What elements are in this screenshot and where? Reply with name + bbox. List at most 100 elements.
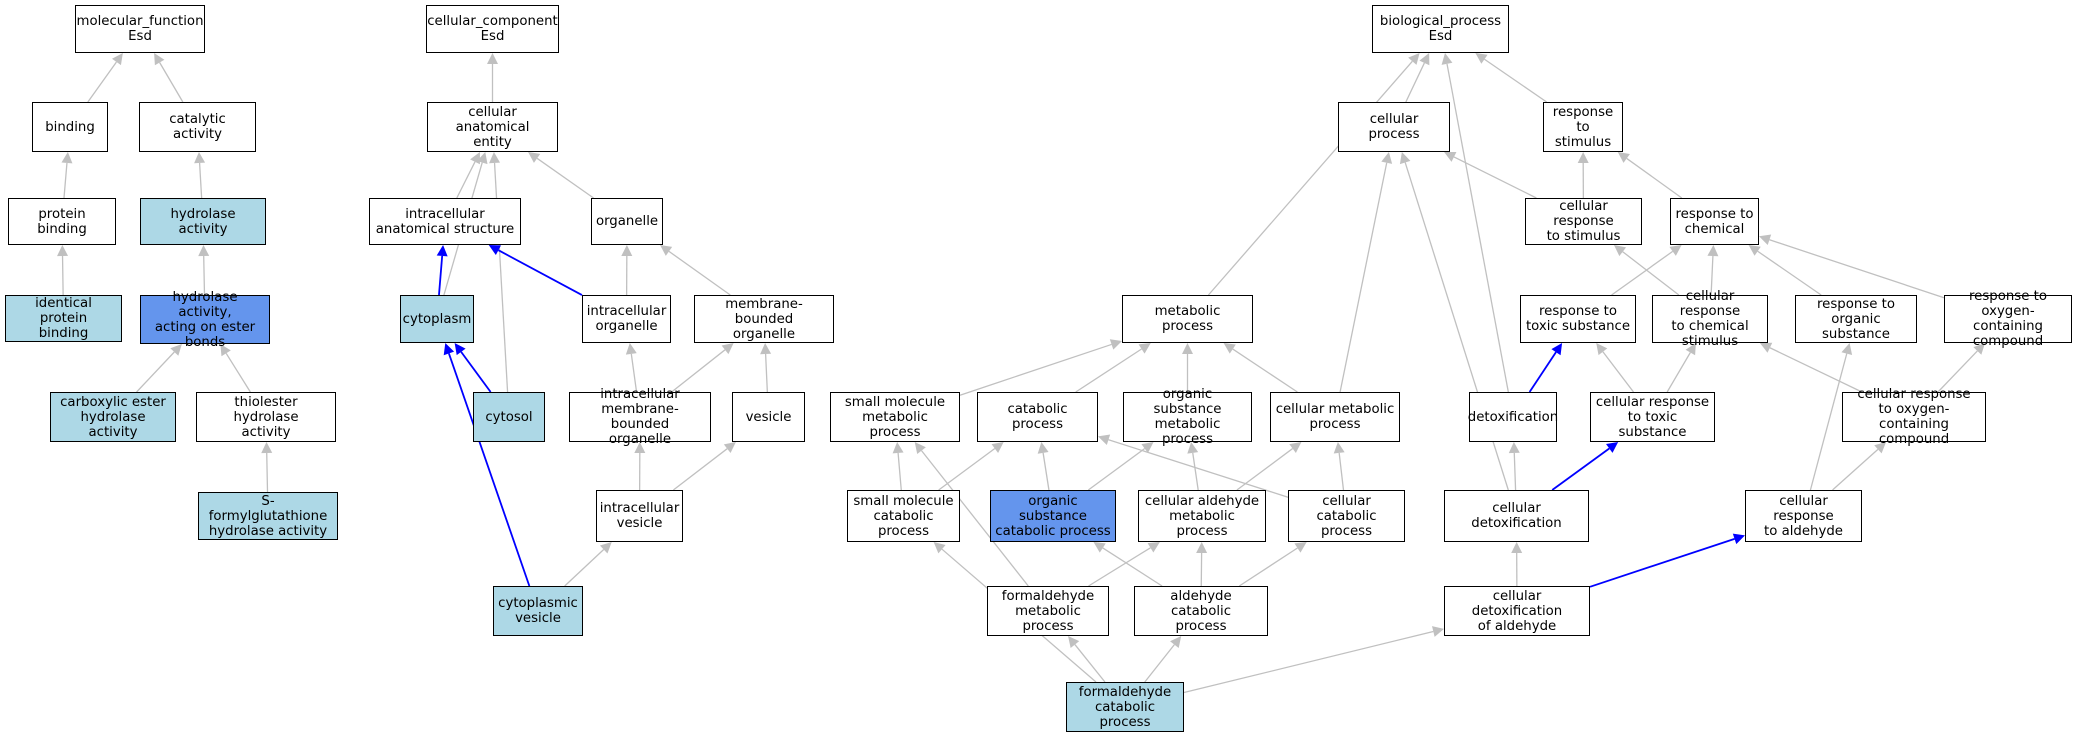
edge-arrowhead-celldetox-to-detox (1508, 442, 1520, 454)
edge-fcp-to-cdald (1183, 630, 1434, 694)
go-term-node-cellcatab: cellular catabolic process (1288, 490, 1405, 542)
go-term-node-intorg: intracellular organelle (582, 295, 671, 343)
edge-arrowhead-intves-to-vesicle (723, 442, 736, 454)
go-term-node-carbester: carboxylic ester hydrolase activity (50, 392, 176, 442)
go-term-node-respstim: response to stimulus (1543, 102, 1623, 152)
edge-arrowhead-smcp-to-smmp (892, 442, 904, 454)
go-term-node-bp: biological_process Esd (1372, 5, 1509, 53)
go-term-node-fcp: formaldehyde catabolic process (1066, 682, 1184, 732)
edge-arrowhead-hydrolase-to-catalytic (194, 152, 206, 164)
go-term-node-ias: intracellular anatomical structure (369, 198, 521, 245)
edge-fmp-to-camp (1088, 547, 1151, 587)
go-term-node-cdald: cellular detoxification of aldehyde (1444, 586, 1590, 636)
edge-arrowhead-cytoves-to-cytoplasm (443, 343, 455, 356)
edge-arrowhead-celldetox-to-cellproc (1399, 152, 1411, 165)
go-term-node-imbo: intracellular membrane-bounded organelle (569, 387, 711, 447)
edge-mbo-to-organelle (668, 250, 731, 296)
edge-catalytic-to-mf (159, 62, 184, 103)
edge-arrowhead-catalytic-to-mf (154, 53, 165, 66)
edge-arrowhead-respoxy-to-respchem (1759, 234, 1772, 245)
edge-detox-to-bp (1446, 63, 1509, 393)
edge-arrowhead-resptox-to-respchem (1669, 245, 1682, 256)
edge-arrowhead-cellrespoxy-to-cellrespchem (1759, 342, 1773, 353)
go-term-node-hydroester: hydrolase activity, acting on ester bond… (140, 290, 270, 350)
edge-arrowhead-carbester-to-hydroester (170, 344, 182, 356)
edge-cellcatab-to-cellmetab (1338, 452, 1345, 491)
edge-resporg-to-respchem (1757, 250, 1822, 296)
edge-arrowhead-cellrespoxy-to-respoxy (1973, 343, 1985, 355)
edge-arrowhead-organelle-to-cae (528, 152, 541, 163)
go-term-node-detox: detoxification (1468, 392, 1558, 442)
edge-arrowhead-cytoplasm-to-ias (436, 245, 448, 257)
edge-arrowhead-fmp-to-smmp (914, 442, 926, 455)
edge-intves-to-vesicle (672, 448, 728, 491)
edge-metab-to-bp (1207, 60, 1413, 296)
edge-identprot-to-protbind (61, 255, 64, 296)
edge-cellrespchem-to-cellrespstim (1622, 251, 1680, 296)
go-term-node-identprot: identical protein binding (5, 295, 122, 342)
edge-arrowhead-cellmetab-to-cellproc (1381, 152, 1393, 164)
edge-arrowhead-vesicle-to-mbo (760, 343, 772, 355)
edge-imbo-to-intorg (630, 353, 638, 393)
edge-arrowhead-oscp-to-catab (1037, 442, 1049, 454)
edge-smcp-to-smmp (897, 452, 902, 491)
edge-cellresptox-to-cellrespchem (1666, 352, 1691, 393)
edge-cytoves-to-intves (564, 549, 605, 587)
edge-cellproc-to-bp (1405, 62, 1425, 103)
edge-oscp-to-osmp (1087, 447, 1146, 491)
edge-arrowhead-cytoves-to-intves (599, 542, 612, 554)
edge-arrowhead-cellrespchem-to-cellrespstim (1613, 245, 1627, 257)
edge-cellmetab-to-metab (1232, 348, 1298, 393)
edge-cdald-to-cellrespald (1589, 538, 1735, 588)
go-term-node-thiolester: thiolester hydrolase activity (196, 392, 336, 442)
go-term-node-mf: molecular_function Esd (75, 5, 205, 53)
edge-cellrespald-to-resporg (1809, 353, 1848, 491)
go-term-node-cytoves: cytoplasmic vesicle (493, 586, 583, 636)
go-term-node-camp: cellular aldehyde metabolic process (1138, 490, 1266, 542)
edge-cellrespoxy-to-cellrespchem (1769, 347, 1863, 393)
edge-cytoplasm-to-ias (438, 255, 444, 296)
edge-cytoves-to-cytoplasm (448, 353, 531, 587)
edge-arrowhead-respstim-to-bp (1475, 53, 1488, 64)
edge-arrowhead-camp-to-osmp (1187, 442, 1199, 454)
edge-arrowhead-cytosol-to-cae (489, 152, 501, 164)
go-term-node-catalytic: catalytic activity (139, 102, 256, 152)
go-term-node-cellproc: cellular process (1338, 102, 1450, 152)
go-term-node-hydrolase: hydrolase activity (140, 198, 266, 245)
edge-respoxy-to-respchem (1769, 239, 1945, 299)
edge-arrowhead-cellmetab-to-metab (1223, 343, 1236, 354)
edge-arrowhead-detox-to-resptox (1551, 343, 1563, 356)
edge-carbester-to-hydroester (136, 351, 175, 393)
edge-vesicle-to-mbo (764, 353, 769, 393)
go-term-node-resptox: response to toxic substance (1520, 295, 1636, 343)
edge-arrowhead-hydroester-to-hydrolase (198, 245, 210, 257)
edge-arrowhead-cellresptox-to-resptox (1596, 343, 1608, 356)
edge-arrowhead-identprot-to-protbind (57, 245, 69, 257)
edge-cellresptox-to-resptox (1602, 351, 1635, 393)
edge-arrowhead-oscp-to-osmp (1141, 442, 1154, 453)
edge-ias-to-cae (456, 161, 476, 199)
go-term-node-resporg: response to organic substance (1795, 295, 1917, 343)
edge-resptox-to-respchem (1611, 250, 1674, 296)
go-term-node-vesicle: vesicle (732, 392, 805, 442)
go-term-node-oscp: organic substance catabolic process (990, 490, 1116, 542)
edge-arrowhead-respchem-to-respstim (1617, 152, 1630, 163)
edge-thiolester-to-hydroester (225, 352, 251, 393)
go-term-node-sformyl: S-formylglutathione hydrolase activity (198, 492, 338, 540)
edge-arrowhead-fcp-to-smcp (933, 542, 946, 554)
edge-celldetox-to-detox (1513, 452, 1517, 491)
edge-respstim-to-bp (1484, 58, 1548, 103)
go-term-node-cae: cellular anatomical entity (427, 102, 558, 152)
edge-arrowhead-thiolester-to-hydroester (220, 344, 231, 357)
edge-arrowhead-metab-to-bp (1408, 53, 1420, 65)
edge-hydroester-to-hydrolase (203, 255, 206, 296)
edge-detox-to-resptox (1528, 351, 1557, 393)
edge-arrowhead-cdald-to-cellrespald (1732, 533, 1745, 545)
go-term-node-cytoplasm: cytoplasm (400, 295, 474, 343)
go-term-node-smmp: small molecule metabolic process (830, 392, 960, 442)
go-term-node-cellrespoxy: cellular response to oxygen-containing c… (1842, 387, 1986, 447)
edge-catab-to-metab (1075, 348, 1142, 393)
go-term-node-protbind: protein binding (8, 198, 116, 245)
edge-arrowhead-catab-to-metab (1138, 343, 1151, 354)
